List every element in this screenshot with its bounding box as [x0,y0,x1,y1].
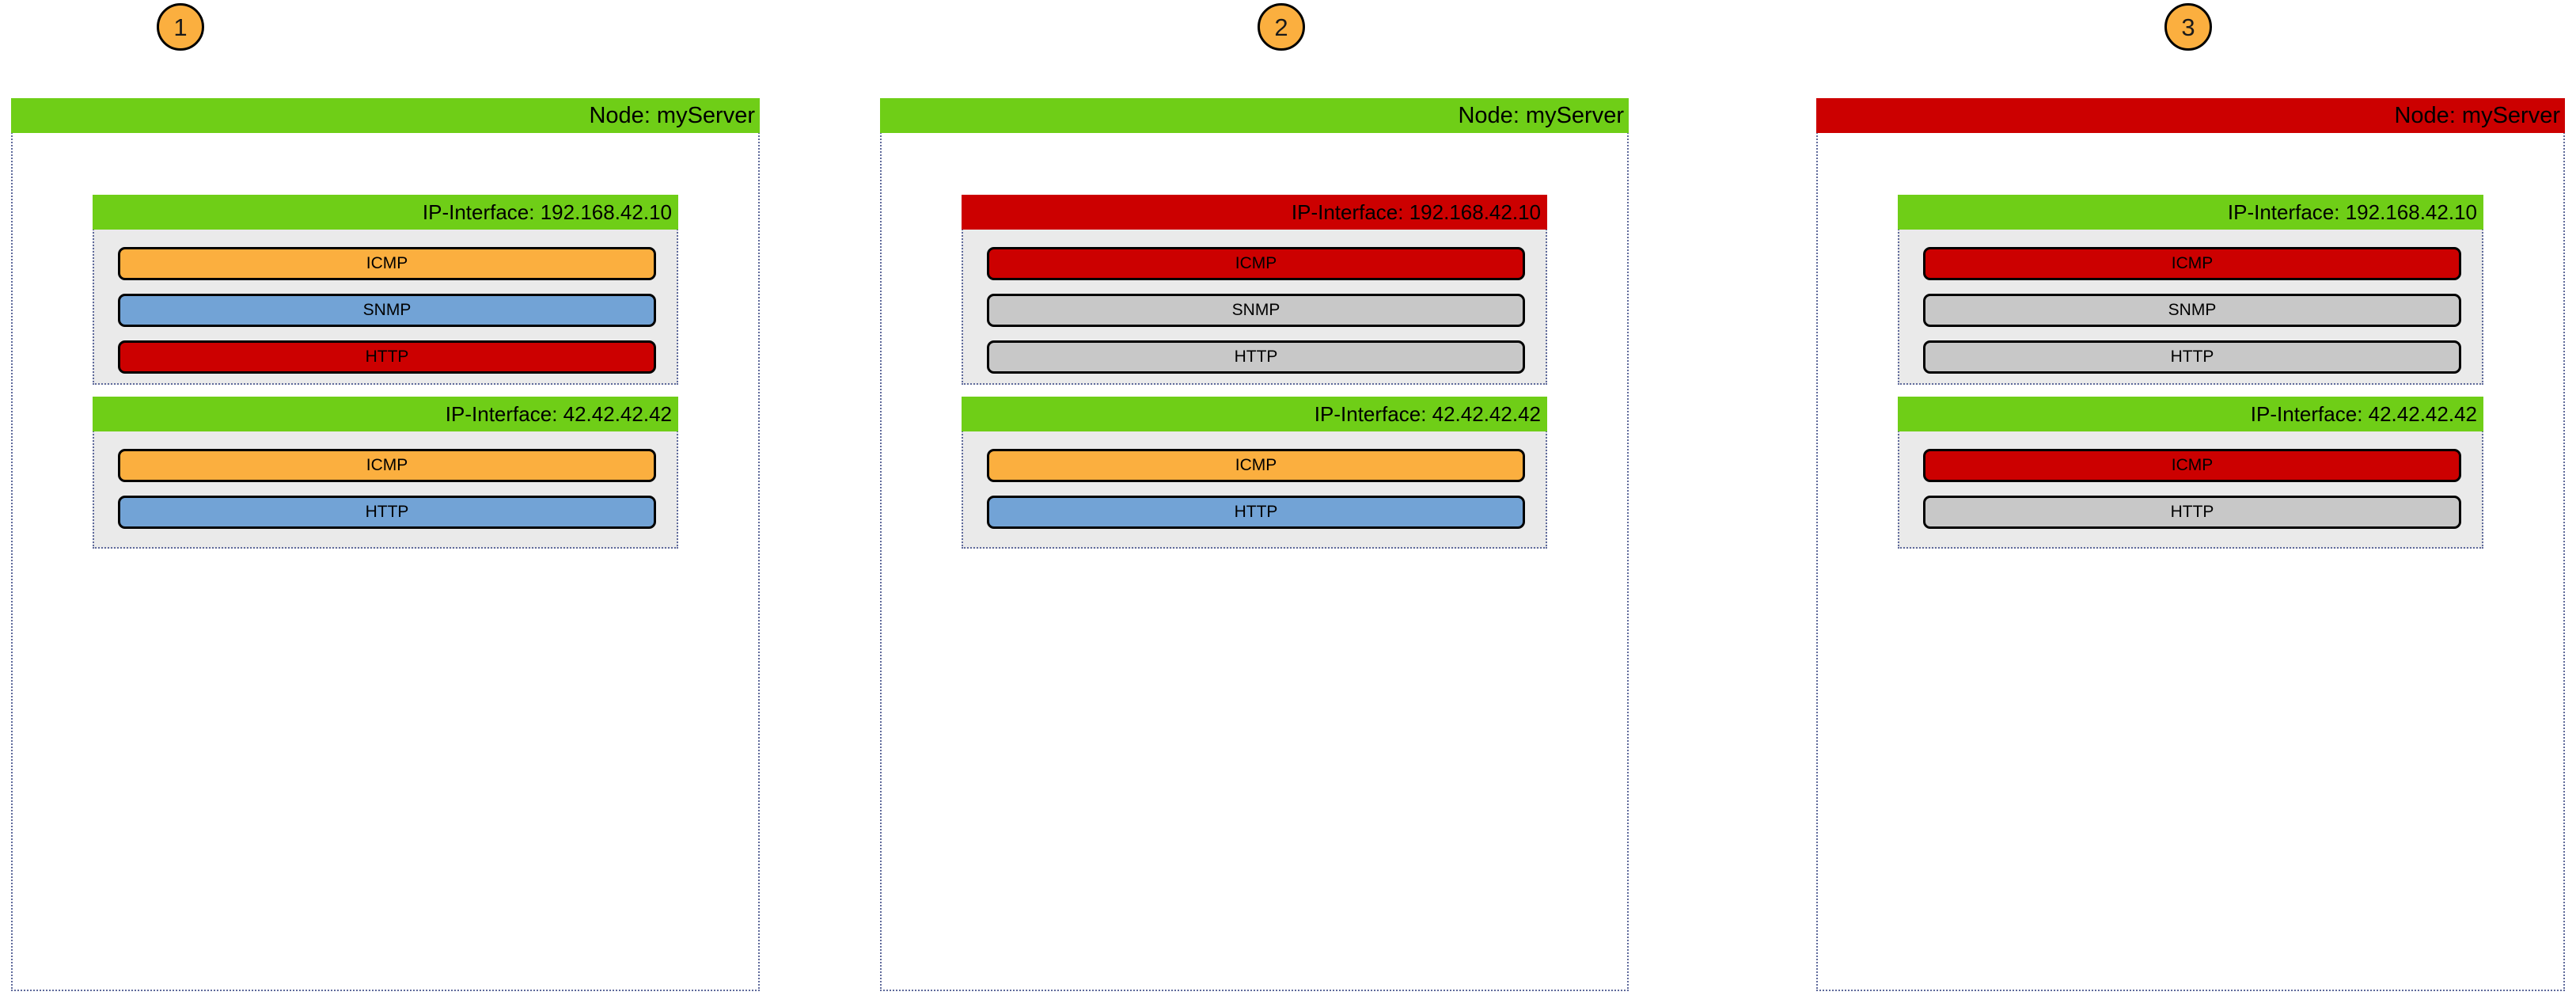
service-list: ICMP HTTP [94,431,680,529]
service-pill[interactable]: HTTP [987,496,1525,529]
step-badge-1: 1 [157,3,204,51]
service-label: HTTP [1234,348,1278,366]
service-label: HTTP [1234,503,1278,521]
service-pill[interactable]: SNMP [987,294,1525,327]
service-pill[interactable]: ICMP [987,247,1525,280]
service-label: SNMP [1231,301,1280,319]
node-label: Node: myServer [1458,102,1624,128]
ip-interface-block[interactable]: IP-Interface: 42.42.42.42 ICMP HTTP [1898,397,2483,549]
service-label: ICMP [2171,456,2214,474]
service-label: HTTP [365,503,409,521]
service-label: ICMP [366,254,408,272]
service-label: SNMP [2168,301,2217,319]
ip-interface-block[interactable]: IP-Interface: 42.42.42.42 ICMP HTTP [962,397,1547,549]
service-pill[interactable]: ICMP [1923,247,2461,280]
ip-interface-block[interactable]: IP-Interface: 192.168.42.10 ICMP SNMP HT… [1898,195,2483,385]
ip-interface-label: IP-Interface: 42.42.42.42 [2250,401,2477,426]
service-list: ICMP SNMP HTTP [1899,230,2485,374]
service-pill[interactable]: HTTP [987,340,1525,374]
node-header: Node: myServer [11,98,760,133]
service-list: ICMP SNMP HTTP [94,230,680,374]
service-pill[interactable]: HTTP [118,496,656,529]
service-label: HTTP [2170,348,2214,366]
service-label: HTTP [365,348,409,366]
node-header: Node: myServer [880,98,1629,133]
node-header: Node: myServer [1816,98,2565,133]
ip-interface-header: IP-Interface: 192.168.42.10 [1898,195,2483,230]
service-pill[interactable]: ICMP [987,449,1525,482]
ip-interface-label: IP-Interface: 192.168.42.10 [2227,200,2477,224]
service-pill[interactable]: SNMP [118,294,656,327]
step-badge-2: 2 [1258,3,1305,51]
ip-interface-label: IP-Interface: 192.168.42.10 [1291,200,1541,224]
ip-interface-label: IP-Interface: 42.42.42.42 [1314,401,1541,426]
step-badge-label: 3 [2181,13,2195,41]
service-pill[interactable]: ICMP [1923,449,2461,482]
node-panel-2[interactable]: Node: myServer IP-Interface: 192.168.42.… [880,98,1629,991]
ip-interface-label: IP-Interface: 192.168.42.10 [422,200,672,224]
step-badge-label: 2 [1274,13,1288,41]
service-pill[interactable]: ICMP [118,449,656,482]
step-badge-3: 3 [2164,3,2212,51]
step-badge-label: 1 [173,13,188,41]
ip-interface-block[interactable]: IP-Interface: 192.168.42.10 ICMP SNMP HT… [93,195,678,385]
service-label: ICMP [366,456,408,474]
ip-interface-block[interactable]: IP-Interface: 42.42.42.42 ICMP HTTP [93,397,678,549]
ip-interface-header: IP-Interface: 42.42.42.42 [962,397,1547,431]
service-label: SNMP [362,301,412,319]
ip-interface-header: IP-Interface: 192.168.42.10 [962,195,1547,230]
ip-interface-header: IP-Interface: 192.168.42.10 [93,195,678,230]
ip-interface-label: IP-Interface: 42.42.42.42 [445,401,672,426]
ip-interface-header: IP-Interface: 42.42.42.42 [1898,397,2483,431]
service-pill[interactable]: SNMP [1923,294,2461,327]
ip-interface-header: IP-Interface: 42.42.42.42 [93,397,678,431]
service-pill[interactable]: HTTP [1923,496,2461,529]
node-label: Node: myServer [2394,102,2560,128]
node-panel-3[interactable]: Node: myServer IP-Interface: 192.168.42.… [1816,98,2565,991]
node-label: Node: myServer [589,102,755,128]
service-label: ICMP [2171,254,2214,272]
service-label: ICMP [1235,456,1277,474]
service-label: ICMP [1235,254,1277,272]
service-list: ICMP HTTP [1899,431,2485,529]
ip-interface-block[interactable]: IP-Interface: 192.168.42.10 ICMP SNMP HT… [962,195,1547,385]
service-pill[interactable]: HTTP [1923,340,2461,374]
service-pill[interactable]: ICMP [118,247,656,280]
service-list: ICMP SNMP HTTP [963,230,1549,374]
service-pill[interactable]: HTTP [118,340,656,374]
service-list: ICMP HTTP [963,431,1549,529]
node-panel-1[interactable]: Node: myServer IP-Interface: 192.168.42.… [11,98,760,991]
service-label: HTTP [2170,503,2214,521]
